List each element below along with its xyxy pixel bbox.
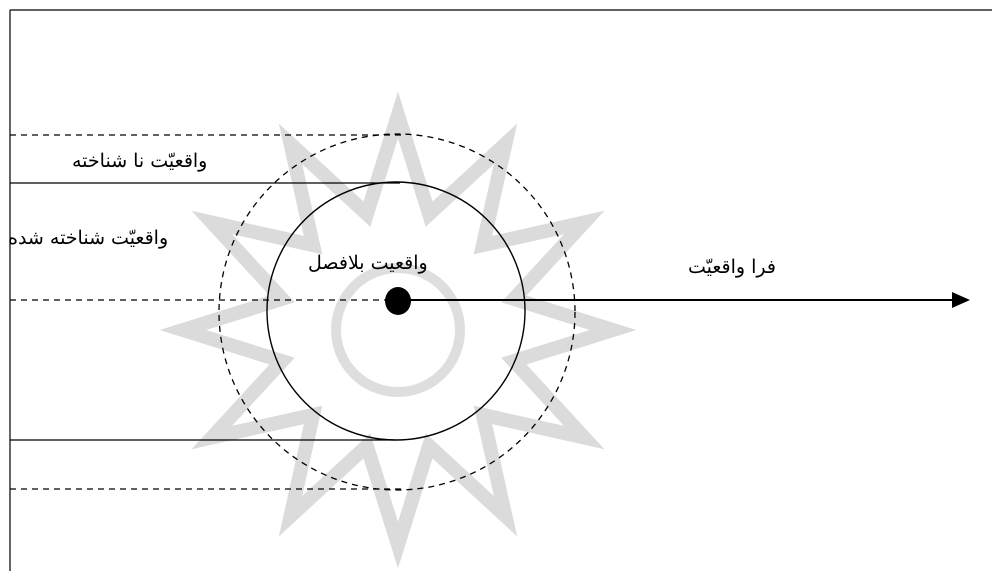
beyond-arrow-head bbox=[952, 292, 970, 308]
watermark-inner-ring bbox=[336, 268, 460, 392]
center-point bbox=[385, 287, 411, 315]
known-reality-label: واقعیّت شناخته شده bbox=[8, 229, 168, 248]
immediate-reality-label: واقعیت بلافصل bbox=[308, 254, 428, 273]
unknown-reality-label: واقعیّت نا شناخته bbox=[72, 152, 207, 171]
beyond-reality-label: فرا واقعیّت bbox=[688, 258, 776, 277]
watermark-star-outline bbox=[183, 115, 613, 545]
watermark-ornament bbox=[183, 115, 613, 545]
